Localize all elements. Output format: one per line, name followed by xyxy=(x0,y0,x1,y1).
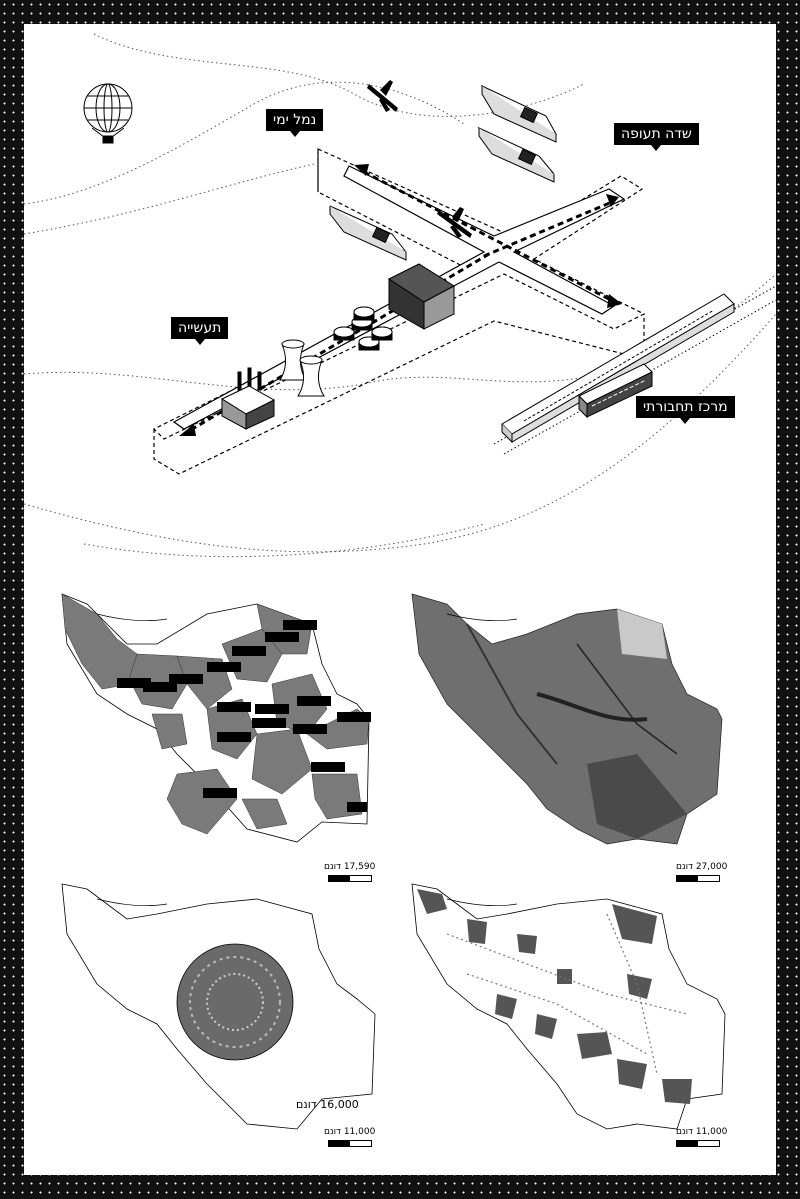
infrastructure-diagram xyxy=(24,33,776,558)
cargo-ship-icon xyxy=(480,84,558,143)
area-label: 27,000 דונם xyxy=(676,862,728,872)
scale-bar xyxy=(676,1140,720,1147)
label-transport-hub: מרכז תחבורתי xyxy=(636,396,735,424)
map-circle-sample xyxy=(61,883,376,1130)
map-footprint xyxy=(411,883,726,1130)
scale-bar xyxy=(676,875,720,882)
label-port: נמל ימי xyxy=(266,109,324,137)
storage-tanks xyxy=(333,306,393,351)
map-aerial xyxy=(411,593,723,845)
cooling-towers xyxy=(279,339,325,397)
airplane-icon xyxy=(437,207,472,238)
area-label: 11,000 דונם xyxy=(324,1127,376,1137)
label-industry: תעשייה xyxy=(171,317,229,345)
area-label: 17,590 דונם xyxy=(324,862,376,872)
container-stacks xyxy=(387,263,455,330)
factory-icon xyxy=(220,367,276,430)
poster-sheet: נמל ימי שדה תעופה תעשייה מרכז תחבורתי xyxy=(24,24,776,1175)
area-label: 16,000 דונם xyxy=(296,1098,359,1111)
label-airport: שדה תעופה xyxy=(614,123,699,151)
train-icon xyxy=(501,293,735,444)
scale-bar xyxy=(328,875,372,882)
bus-icon xyxy=(578,363,653,419)
cargo-ship-icon xyxy=(329,205,407,261)
airplane-icon xyxy=(367,80,398,112)
scale-bar xyxy=(328,1140,372,1147)
map-neighbourhoods xyxy=(61,593,371,843)
area-label: 11,000 דונם xyxy=(676,1127,728,1137)
cargo-ship-icon xyxy=(477,126,555,183)
balloon-icon xyxy=(83,83,133,144)
